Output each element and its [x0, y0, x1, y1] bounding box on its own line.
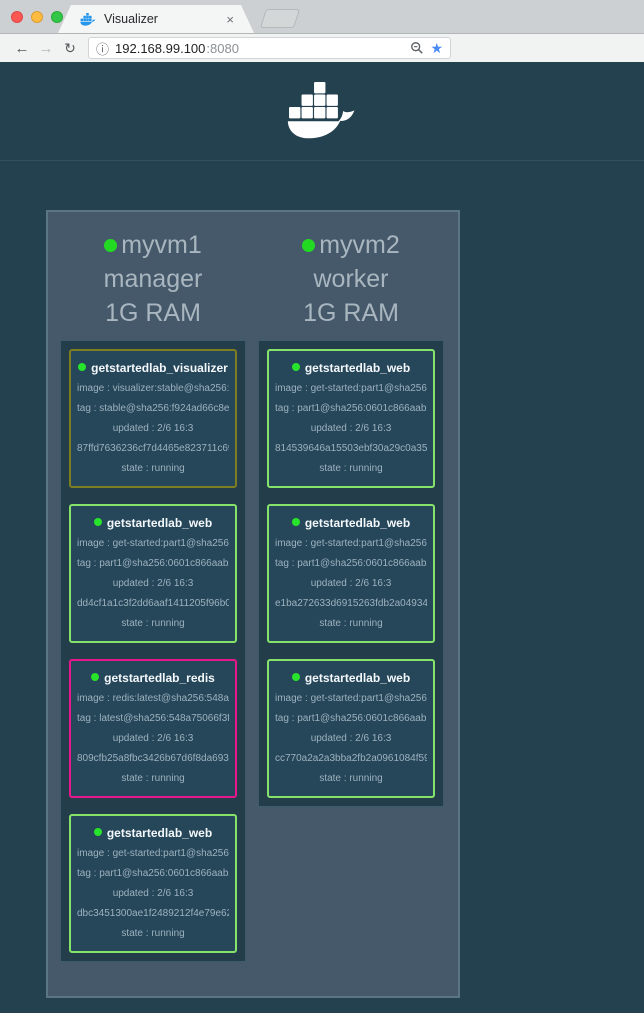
task-card: getstartedlab_visualizer image : visuali…: [69, 349, 237, 488]
bookmark-star-icon[interactable]: ★: [430, 40, 443, 56]
tab-close-icon[interactable]: ×: [226, 11, 234, 27]
task-status-icon: [78, 363, 87, 371]
node-myvm2: myvm2 worker 1G RAM getstartedlab_web im…: [258, 224, 444, 996]
task-image: image : visualizer:stable@sha256:f92: [77, 383, 229, 394]
task-updated: updated : 2/6 16:3: [112, 888, 194, 899]
node-name: myvm2: [319, 231, 400, 259]
task-card: getstartedlab_web image : get-started:pa…: [267, 349, 435, 488]
task-id: dbc3451300ae1f2489212f4e79e6222: [77, 908, 229, 919]
task-name: getstartedlab_web: [106, 516, 213, 530]
task-updated: updated : 2/6 16:3: [310, 423, 392, 434]
task-tag: tag : stable@sha256:f924ad66c8e94b: [77, 403, 229, 414]
task-list: getstartedlab_visualizer image : visuali…: [60, 340, 246, 962]
task-state: state : running: [319, 773, 383, 784]
task-id: e1ba272633d6915263fdb2a04934b3: [275, 598, 427, 609]
task-tag: tag : latest@sha256:548a75066f3f28: [77, 713, 229, 724]
task-state: state : running: [121, 773, 185, 784]
task-name: getstartedlab_web: [304, 671, 411, 685]
task-tag: tag : part1@sha256:0601c866aab2a: [275, 403, 427, 414]
task-image: image : get-started:part1@sha256:06: [77, 538, 229, 549]
task-tag: tag : part1@sha256:0601c866aab2a: [77, 558, 229, 569]
zoom-icon[interactable]: [410, 41, 424, 55]
close-window-button[interactable]: [11, 11, 23, 23]
back-button[interactable]: ←: [14, 39, 30, 57]
node-role: manager: [103, 265, 203, 293]
task-status-icon: [291, 518, 300, 526]
task-image: image : get-started:part1@sha256:06: [275, 538, 427, 549]
node-name: myvm1: [121, 231, 202, 259]
page-header: [0, 62, 644, 161]
task-status-icon: [93, 518, 102, 526]
node-status-icon: [104, 239, 118, 252]
task-updated: updated : 2/6 16:3: [112, 423, 194, 434]
task-tag: tag : part1@sha256:0601c866aab2a: [275, 713, 427, 724]
task-image: image : get-started:part1@sha256:06: [275, 693, 427, 704]
task-card: getstartedlab_web image : get-started:pa…: [69, 814, 237, 953]
task-image: image : get-started:part1@sha256:06: [275, 383, 427, 394]
url-host: 192.168.99.100: [115, 40, 206, 56]
task-list: getstartedlab_web image : get-started:pa…: [258, 340, 444, 807]
node-status-icon: [302, 239, 316, 252]
task-name: getstartedlab_redis: [104, 671, 215, 685]
swarm-panel: myvm1 manager 1G RAM getstartedlab_visua…: [46, 210, 460, 998]
task-name: getstartedlab_web: [304, 516, 411, 530]
node-ram: 1G RAM: [303, 299, 399, 327]
tab-title: Visualizer: [104, 12, 158, 26]
browser-chrome: Visualizer × ← → ↻ ⓘ 192.168.99.100 :808…: [0, 0, 644, 62]
task-status-icon: [291, 363, 300, 371]
task-tag: tag : part1@sha256:0601c866aab2a: [77, 868, 229, 879]
docker-logo-icon: [287, 82, 355, 139]
task-id: cc770a2a2a3bba2fb2a0961084f595: [275, 753, 427, 764]
task-image: image : get-started:part1@sha256:06: [77, 848, 229, 859]
task-card: getstartedlab_redis image : redis:latest…: [69, 659, 237, 798]
tab-bar: Visualizer ×: [0, 0, 644, 33]
task-name: getstartedlab_visualizer: [91, 361, 228, 375]
task-id: dd4cf1a1c3f2dd6aaf1411205f96b03: [77, 598, 229, 609]
node-role: worker: [313, 265, 389, 293]
task-updated: updated : 2/6 16:3: [310, 578, 392, 589]
task-card: getstartedlab_web image : get-started:pa…: [267, 659, 435, 798]
task-state: state : running: [319, 618, 383, 629]
task-name: getstartedlab_web: [106, 826, 213, 840]
node-ram: 1G RAM: [105, 299, 201, 327]
page-info-icon[interactable]: ⓘ: [96, 41, 110, 57]
task-state: state : running: [319, 463, 383, 474]
browser-tab-visualizer[interactable]: Visualizer ×: [58, 5, 254, 33]
url-port: :8080: [206, 40, 239, 56]
minimize-window-button[interactable]: [31, 11, 43, 23]
task-updated: updated : 2/6 16:3: [310, 733, 392, 744]
content-area: myvm1 manager 1G RAM getstartedlab_visua…: [0, 161, 644, 998]
browser-toolbar: ← → ↻ ⓘ 192.168.99.100 :8080 ★: [0, 33, 644, 62]
task-updated: updated : 2/6 16:3: [112, 733, 194, 744]
node-header: myvm1 manager 1G RAM: [60, 224, 246, 340]
task-image: image : redis:latest@sha256:548a750: [77, 693, 229, 704]
task-card: getstartedlab_web image : get-started:pa…: [267, 504, 435, 643]
task-state: state : running: [121, 928, 185, 939]
task-updated: updated : 2/6 16:3: [112, 578, 194, 589]
task-state: state : running: [121, 463, 185, 474]
docker-favicon-icon: [80, 13, 96, 26]
task-status-icon: [291, 673, 300, 681]
new-tab-button[interactable]: [259, 9, 301, 28]
node-myvm1: myvm1 manager 1G RAM getstartedlab_visua…: [60, 224, 246, 996]
visualizer-page: myvm1 manager 1G RAM getstartedlab_visua…: [0, 62, 644, 998]
fullscreen-window-button[interactable]: [51, 11, 63, 23]
task-id: 87ffd7636236cf7d4465e823711c692: [77, 443, 229, 454]
window-controls: [11, 11, 63, 23]
task-card: getstartedlab_web image : get-started:pa…: [69, 504, 237, 643]
task-tag: tag : part1@sha256:0601c866aab2a: [275, 558, 427, 569]
task-id: 814539646a15503ebf30a29c0a35b8: [275, 443, 427, 454]
node-header: myvm2 worker 1G RAM: [258, 224, 444, 340]
task-name: getstartedlab_web: [304, 361, 411, 375]
task-state: state : running: [121, 618, 185, 629]
task-status-icon: [93, 828, 102, 836]
task-id: 809cfb25a8fbc3426b67d6f8da69336: [77, 753, 229, 764]
task-status-icon: [91, 673, 100, 681]
address-bar[interactable]: ⓘ 192.168.99.100 :8080 ★: [88, 37, 451, 59]
reload-button[interactable]: ↻: [64, 39, 76, 56]
forward-button[interactable]: →: [38, 39, 54, 57]
